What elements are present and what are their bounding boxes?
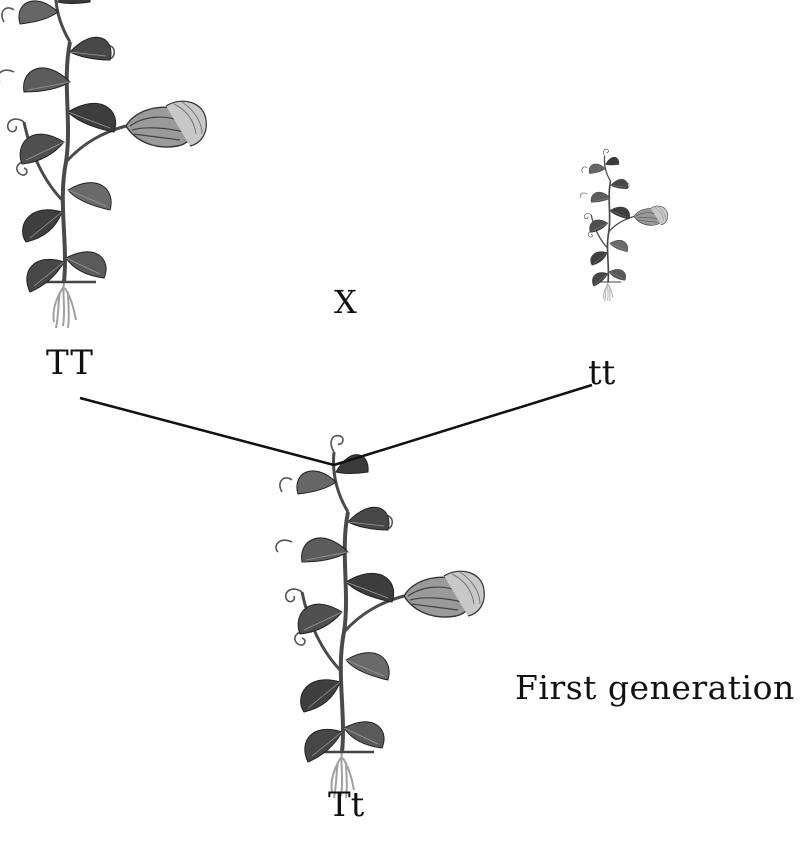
short-parent-genotype-label: tt	[588, 353, 616, 393]
cross-line-left	[79, 396, 335, 467]
pea-plant-tall-parent-icon	[0, 0, 209, 330]
offspring-genotype-label: Tt	[328, 785, 365, 825]
cross-symbol: X	[334, 283, 357, 321]
pea-plant-short-parent-icon	[579, 148, 669, 303]
cross-line-right	[333, 383, 593, 467]
pea-plant-offspring-icon	[273, 433, 487, 800]
generation-label: First generation	[515, 668, 795, 707]
tall-parent-genotype-label: TT	[46, 343, 94, 383]
